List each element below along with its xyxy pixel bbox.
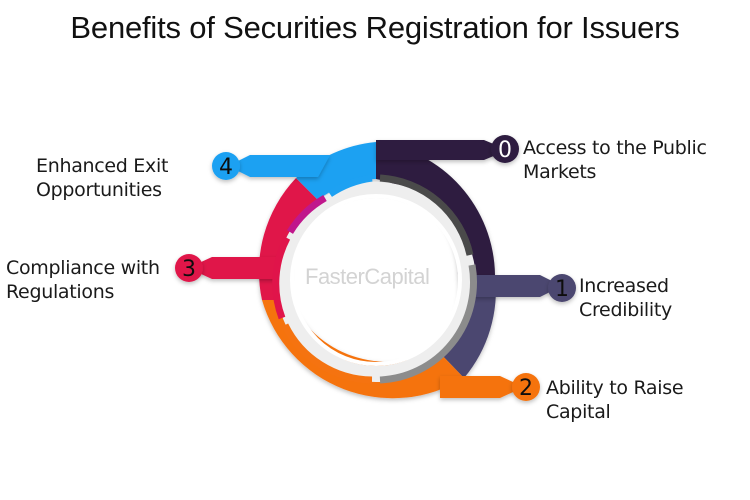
badge-0: 0 [491,135,519,163]
ring-segment-4 [296,142,376,200]
arrow-2 [440,376,524,398]
arrow-0 [376,140,508,160]
badge-1: 1 [548,274,576,302]
badge-0-number: 0 [498,138,512,163]
badge-4: 4 [212,152,240,180]
label-step-2-line-1: Ability to Raise [546,377,684,399]
label-step-3-line-1: Compliance with [6,257,160,279]
label-step-2-line-2: Capital [546,401,611,423]
label-step-0-line-1: Access to the Public [523,137,707,159]
inner-arc-blue [328,174,373,197]
inner-arc-gray-1 [379,174,474,256]
label-step-1-line-1: Increased [579,275,669,297]
badge-2-number: 2 [519,376,533,401]
badge-4-number: 4 [219,155,233,180]
watermark: FasterCapital [305,264,430,289]
badge-3: 3 [175,254,203,282]
inner-arc-magenta [287,194,327,234]
badge-2: 2 [512,373,540,401]
badge-1-number: 1 [555,277,569,302]
label-step-1-line-2: Credibility [579,299,672,321]
badge-3-number: 3 [182,257,196,282]
arrow-4 [228,155,330,177]
label-step-3: Compliance with Regulations [6,256,160,304]
inner-arc-gray-2 [379,264,477,384]
label-step-1: Increased Credibility [579,274,672,322]
label-step-4-line-1: Enhanced Exit [36,155,169,177]
inner-arc-orange [281,323,373,384]
inner-arc-red [272,236,291,320]
label-step-3-line-2: Regulations [6,281,115,303]
inner-ring [272,174,477,384]
arrow-3 [188,257,290,279]
label-step-0: Access to the Public Markets [523,136,707,184]
diagram-title: Benefits of Securities Registration for … [70,10,680,45]
label-step-2: Ability to Raise Capital [546,376,684,424]
step-badges: 0 1 2 3 4 [175,135,576,401]
label-step-0-line-2: Markets [523,161,597,183]
arrow-connectors [188,140,562,398]
label-step-4: Enhanced Exit Opportunities [36,154,168,202]
arrow-1 [470,275,562,297]
label-step-4-line-2: Opportunities [36,179,162,201]
